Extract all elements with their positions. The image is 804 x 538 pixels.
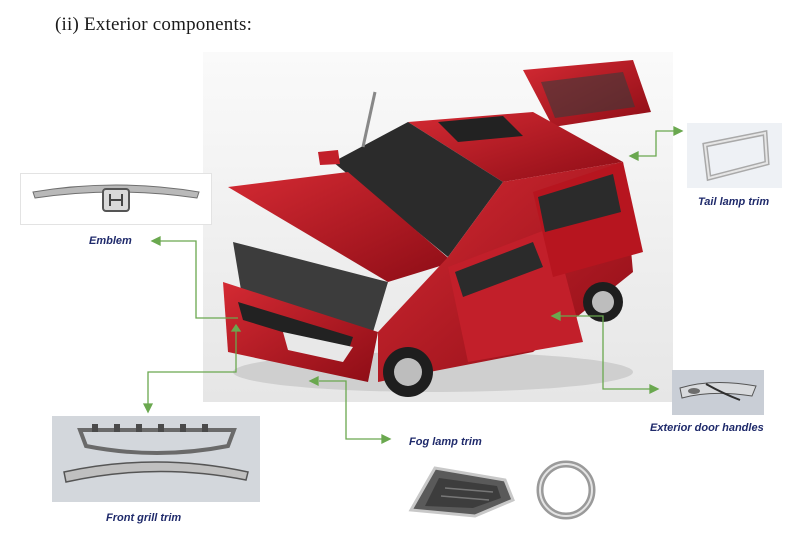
- door-handles-photo: [672, 370, 764, 415]
- tail-lamp-trim-photo: [687, 123, 782, 188]
- front-grill-trim-photo: [52, 416, 260, 502]
- emblem-photo: [20, 173, 212, 225]
- car-photo: [203, 52, 673, 402]
- front-grill-trim-label: Front grill trim: [106, 512, 182, 524]
- fog-lamp-trim-label: Fog lamp trim: [409, 436, 482, 448]
- emblem-label: Emblem: [89, 235, 132, 247]
- fog-lamp-trim-photo-2: [527, 456, 605, 524]
- tail-lamp-trim-label: Tail lamp trim: [698, 196, 770, 208]
- section-heading: (ii) Exterior components:: [55, 14, 253, 35]
- exterior-door-handles-label: Exterior door handles: [650, 422, 764, 434]
- fog-lamp-trim-photo-1: [405, 460, 517, 522]
